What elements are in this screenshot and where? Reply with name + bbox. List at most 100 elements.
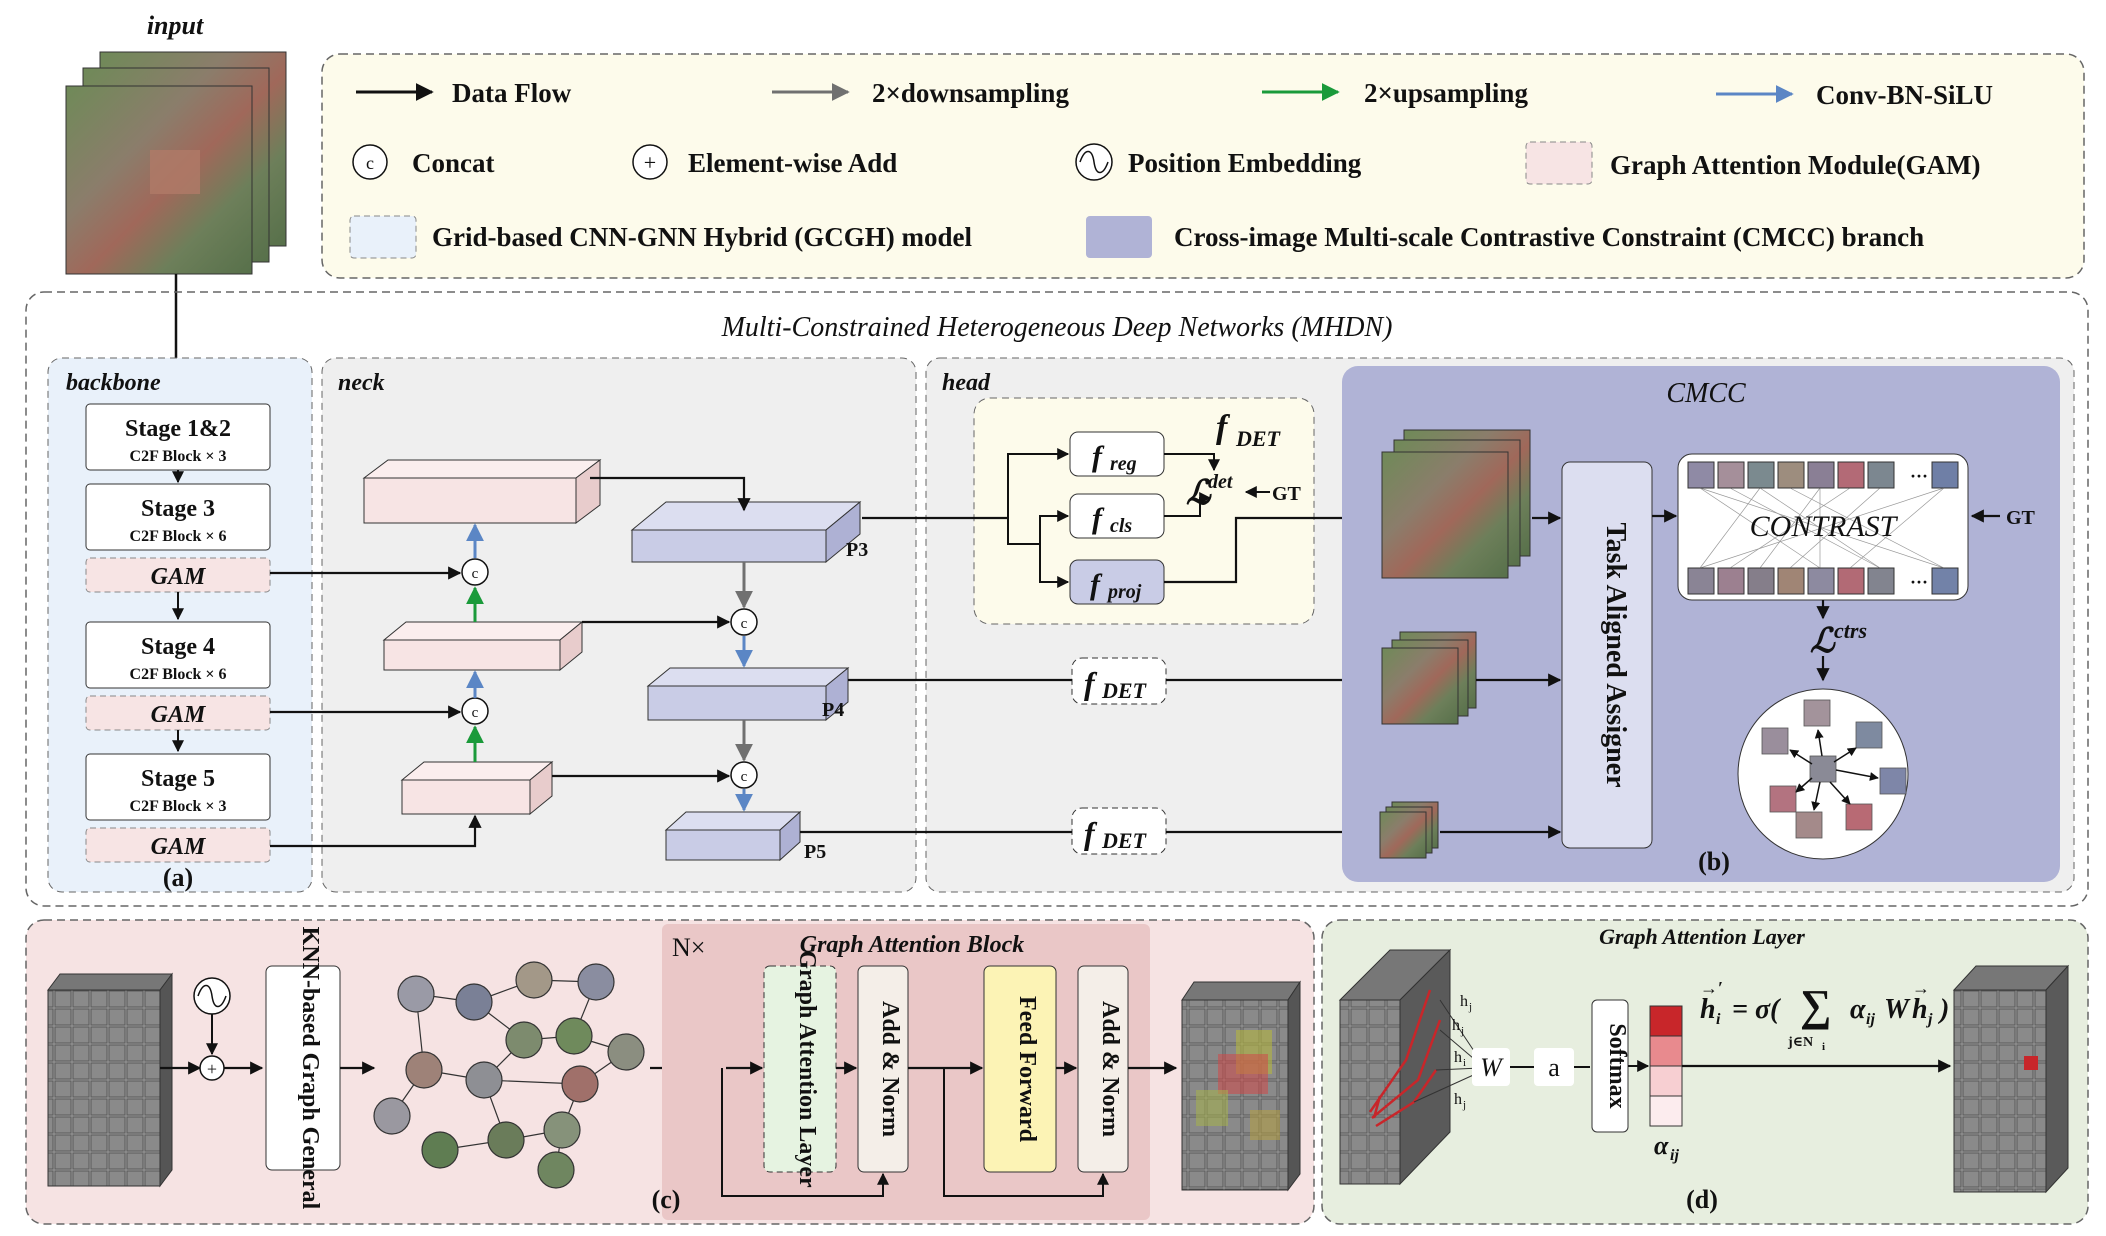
- gam-detail-panel: + KNN-based Graph General: [25, 919, 1315, 1225]
- p5-label: P5: [804, 841, 826, 863]
- hi-label: h: [1454, 1049, 1462, 1066]
- gal-output-grid: [1952, 964, 2070, 1194]
- legend-gcgh: Grid-based CNN-GNN Hybrid (GCGH) model: [432, 222, 972, 252]
- panel-tag-c: (c): [652, 1185, 681, 1214]
- svg-text:c: c: [741, 616, 748, 632]
- contrast-dots-top: ···: [1910, 466, 1928, 486]
- top-to-p3-arrow: [590, 476, 751, 512]
- w-label: W: [1480, 1053, 1504, 1082]
- concat-node-1: c: [461, 558, 489, 586]
- block-title: Graph Attention Block: [800, 932, 1024, 958]
- stage-5-sub: C2F Block × 3: [130, 798, 227, 815]
- svg-text:): ): [1937, 994, 1949, 1025]
- svg-text:j∈N: j∈N: [1787, 1035, 1813, 1050]
- p3-label: P3: [846, 539, 868, 561]
- gam-label-3: GAM: [151, 834, 207, 860]
- stage-1-2-name: Stage 1&2: [125, 416, 231, 442]
- reg-to-loss-arrow: [1164, 453, 1220, 472]
- neck-panel: neck P3 P4: [270, 357, 917, 893]
- svg-text:α: α: [1850, 994, 1866, 1025]
- w-box: [1472, 1048, 1510, 1086]
- loss-ctrs-symbol: ℒ: [1810, 623, 1836, 660]
- neck-pink-cube-top: [362, 459, 602, 524]
- cmcc-label: CMCC: [1666, 378, 1746, 409]
- legend-data-flow: Data Flow: [452, 78, 572, 108]
- hj-label-3: h: [1454, 1091, 1462, 1108]
- cmcc-image-stack-p5: [1379, 801, 1439, 859]
- ffn-label: Feed Forward: [1014, 996, 1040, 1143]
- alpha-label: α: [1654, 1131, 1669, 1160]
- legend-gam-swatch: [1525, 141, 1593, 185]
- gal-block: [763, 965, 837, 1173]
- backbone-label: backbone: [66, 370, 161, 396]
- task-aligned-assigner: [1561, 461, 1653, 849]
- svg-text:W: W: [1884, 994, 1911, 1025]
- legend-sine-icon: [1079, 150, 1109, 174]
- legend-add-symbol: +: [644, 150, 656, 175]
- concat-node-4: c: [730, 761, 758, 789]
- gam-label-2: GAM: [151, 702, 207, 728]
- input-label: input: [147, 11, 204, 40]
- stage-3-sub: C2F Block × 6: [130, 528, 227, 545]
- fdet-p4-f: f: [1084, 665, 1098, 701]
- f-cls-sub: cls: [1110, 515, 1132, 537]
- svg-text:j: j: [1925, 1011, 1933, 1028]
- svg-text:i: i: [1822, 1041, 1825, 1053]
- mhdn-frame: [25, 291, 2089, 907]
- legend-downsampling: 2×downsampling: [872, 78, 1069, 108]
- hj-sub-1: j: [1468, 1001, 1472, 1013]
- backbone-panel: backbone Stage 1&2 C2F Block × 3 Stage 3…: [47, 357, 313, 893]
- softmax-label: Softmax: [1604, 1023, 1630, 1108]
- stage-3-name: Stage 3: [141, 496, 215, 522]
- n-times-label: N×: [672, 933, 705, 962]
- stage-4-block: [85, 621, 271, 689]
- svg-text:→′: →′: [1700, 978, 1723, 998]
- neck-pink-cube-mid: [382, 620, 584, 672]
- panel-d-box: [1321, 919, 2089, 1225]
- hi-sub: i: [1463, 1057, 1466, 1069]
- legend-cmcc: Cross-image Multi-scale Contrastive Cons…: [1174, 222, 1924, 252]
- fdet-p5-f: f: [1084, 815, 1098, 851]
- p4-label: P4: [822, 699, 844, 721]
- embedding-patches: [1761, 699, 1907, 839]
- loss-det-sup: det: [1208, 471, 1234, 493]
- pos-embed-sine: [197, 984, 227, 1008]
- stage-5-block: [85, 753, 271, 821]
- legend-concat-icon: [352, 144, 388, 180]
- panel-tag-d: (d): [1686, 1185, 1718, 1214]
- loss-ctrs-sup: ctrs: [1834, 618, 1867, 643]
- svg-text:i: i: [1716, 1011, 1721, 1028]
- knn-label: KNN-based Graph General: [297, 927, 323, 1210]
- to-proj-arrow: [1039, 544, 1070, 588]
- stage-5-name: Stage 5: [141, 766, 215, 792]
- legend-add: Element-wise Add: [688, 148, 897, 178]
- feature-map-output: [1181, 980, 1301, 1192]
- stage-4-sub: C2F Block × 6: [130, 666, 227, 683]
- f-cls-f: f: [1092, 502, 1105, 535]
- residual-2-arrow: [943, 1068, 1109, 1197]
- neck-pink-cube-bottom: [400, 760, 554, 816]
- contrast-bottom-patches: [1687, 567, 1959, 595]
- embedding-arrows: [1789, 729, 1879, 811]
- cls-to-loss-arrow: [1164, 492, 1212, 517]
- concat-node-2: c: [461, 697, 489, 725]
- alpha-sub: ij: [1670, 1147, 1679, 1164]
- concat-node-3: c: [730, 608, 758, 636]
- legend-box: [321, 53, 2085, 279]
- residual-1-arrow: [721, 1068, 889, 1197]
- legend-concat-symbol: c: [366, 153, 374, 173]
- gal-panel-title: Graph Attention Layer: [1599, 924, 1805, 949]
- input-building: [150, 150, 200, 194]
- add-node-symbol: +: [207, 1059, 217, 1079]
- svg-text:h: h: [1912, 994, 1928, 1025]
- fdet-p5-sub: DET: [1101, 828, 1148, 853]
- fdet-top-sub: DET: [1235, 426, 1282, 451]
- hj-sub-2: j: [1460, 1025, 1464, 1037]
- stage-4-name: Stage 4: [141, 634, 215, 660]
- legend-gam: Graph Attention Module(GAM): [1610, 150, 1981, 180]
- legend-conv: Conv-BN-SiLU: [1816, 80, 1993, 110]
- svg-text:= σ(: = σ(: [1732, 994, 1781, 1025]
- neck-label: neck: [338, 370, 385, 396]
- legend-cmcc-swatch: [1086, 216, 1152, 258]
